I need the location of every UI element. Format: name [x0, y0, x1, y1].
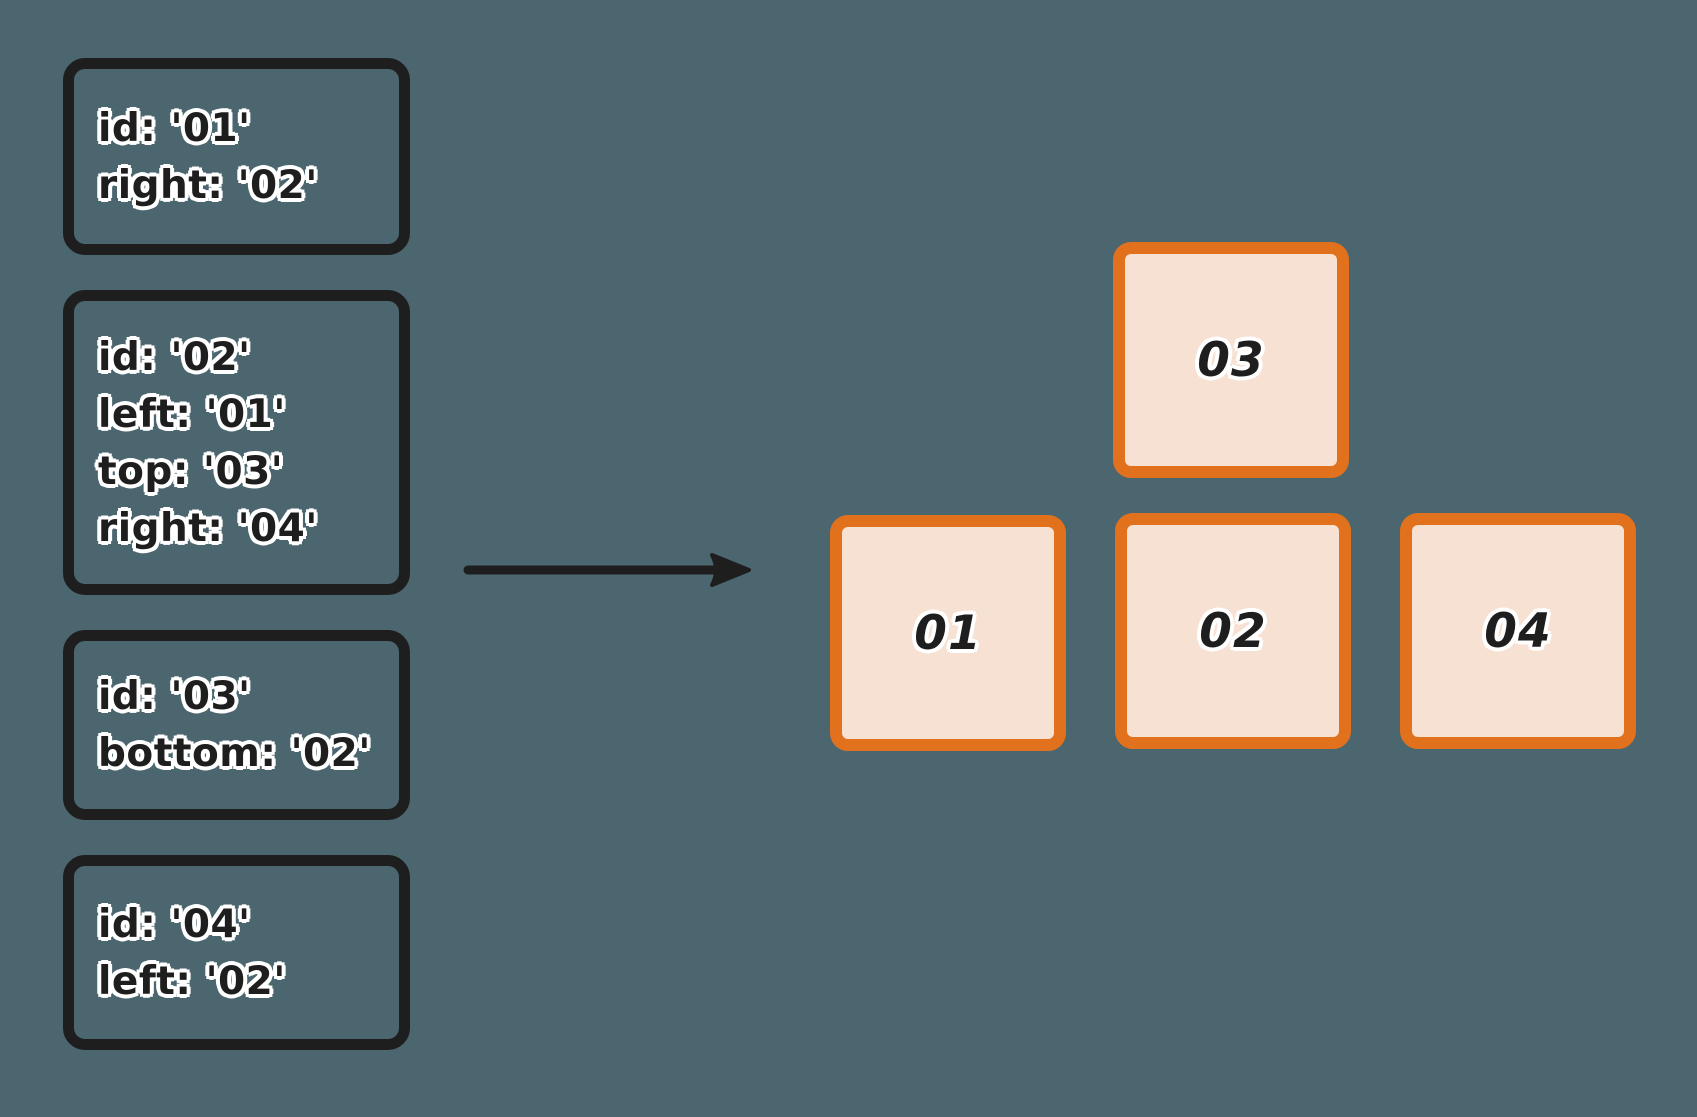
definition-line-id: id: '01' — [98, 105, 251, 151]
definition-box-03: id: '03' bottom: '02' — [63, 630, 410, 820]
grid-cell-label: 04 — [1484, 603, 1552, 659]
definition-line-id: id: '04' — [98, 901, 251, 947]
definition-line-left: left: '01' — [98, 391, 286, 437]
grid-cell-label: 02 — [1199, 603, 1267, 659]
definition-line-id: id: '03' — [98, 674, 251, 719]
grid-cell-02: 02 — [1115, 513, 1351, 749]
definition-box-02: id: '02' left: '01' top: '03' right: '04… — [63, 290, 410, 595]
grid-cell-03: 03 — [1113, 242, 1349, 478]
definition-line-top: top: '03' — [98, 448, 284, 494]
definition-box-01: id: '01' right: '02' — [63, 58, 410, 255]
arrow-right-icon — [462, 550, 752, 590]
grid-cell-label: 01 — [914, 605, 982, 661]
grid-cell-label: 03 — [1197, 332, 1265, 388]
definition-line-right: right: '02' — [98, 162, 318, 208]
definition-box-04: id: '04' left: '02' — [63, 855, 410, 1050]
definition-line-left: left: '02' — [98, 958, 286, 1004]
grid-cell-04: 04 — [1400, 513, 1636, 749]
definition-line-right: right: '04' — [98, 505, 318, 551]
definition-line-id: id: '02' — [98, 334, 251, 380]
grid-cell-01: 01 — [830, 515, 1066, 751]
definition-line-bottom: bottom: '02' — [98, 731, 371, 776]
